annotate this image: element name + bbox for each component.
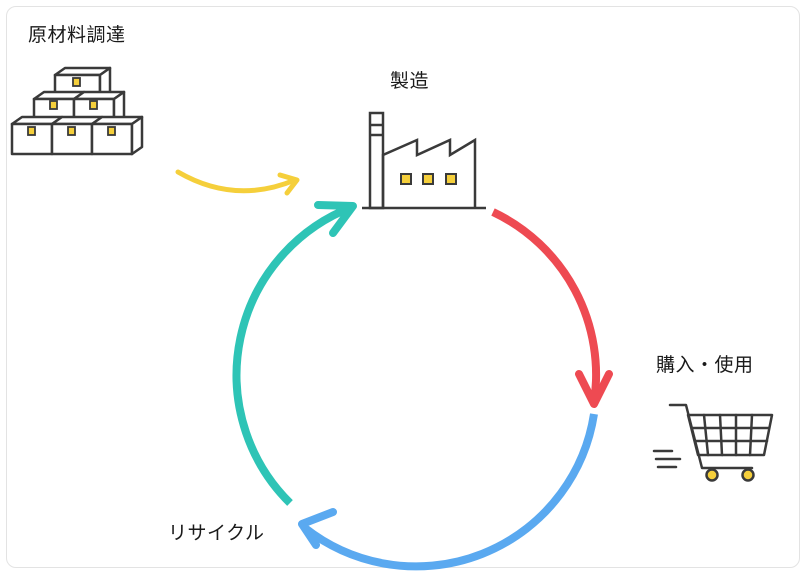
procurement-arrow bbox=[175, 169, 298, 194]
recycle-to-manufacture-arrowhead bbox=[314, 201, 357, 237]
box-tape-marks bbox=[27, 77, 116, 136]
diagram-card bbox=[6, 6, 800, 568]
factory-icon bbox=[362, 111, 486, 210]
procurement-label: 原材料調達 bbox=[28, 24, 126, 46]
boxes-icon bbox=[10, 66, 144, 156]
shopping-cart-icon bbox=[652, 403, 774, 470]
cart-wheels bbox=[705, 468, 755, 482]
purchase-use-label: 購入・使用 bbox=[656, 354, 754, 376]
recycle-label: リサイクル bbox=[168, 522, 265, 544]
purchase-to-recycle-arrowhead bbox=[298, 508, 337, 549]
factory-windows bbox=[400, 173, 457, 185]
manufacture-to-purchase-arrowhead bbox=[575, 370, 613, 408]
manufacturing-label: 製造 bbox=[390, 70, 430, 92]
purchase-to-recycle-arrow bbox=[302, 413, 598, 571]
procurement-arrowhead bbox=[277, 172, 300, 196]
recycle-to-manufacture-arrow bbox=[232, 203, 354, 506]
manufacture-to-purchase-arrow bbox=[491, 208, 600, 403]
